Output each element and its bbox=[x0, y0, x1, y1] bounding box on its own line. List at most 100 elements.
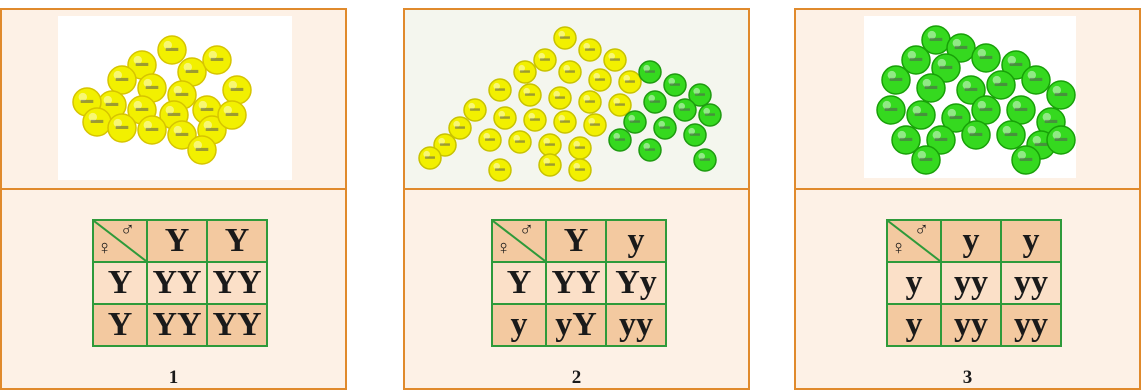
pea-seed bbox=[997, 121, 1025, 149]
pea-seed bbox=[619, 71, 641, 93]
punnett-square: ♀ ♂ Y Y Y YY YY Y YY YY bbox=[92, 219, 268, 347]
genotype-cell: YY bbox=[207, 262, 267, 304]
punnett-square: ♀ ♂ Y y Y YY Yy y yY yy bbox=[491, 219, 667, 347]
genotype-cell: YY bbox=[147, 262, 207, 304]
pea-seed bbox=[158, 36, 186, 64]
genotype-cell: yy bbox=[1001, 304, 1061, 346]
panel-1: ♀ ♂ Y Y Y YY YY Y YY YY 1 bbox=[0, 8, 347, 390]
pea-seed bbox=[644, 91, 666, 113]
pea-seed bbox=[514, 61, 536, 83]
pea-seed bbox=[569, 137, 591, 159]
column-header: y bbox=[941, 220, 1001, 262]
pea-seed bbox=[539, 134, 561, 156]
pea-seed bbox=[494, 107, 516, 129]
pea-seed bbox=[882, 66, 910, 94]
pea-seed bbox=[694, 149, 716, 171]
row-header: y bbox=[887, 262, 941, 304]
row-header: Y bbox=[93, 304, 147, 346]
pea-seed bbox=[609, 129, 631, 151]
pea-seed bbox=[203, 46, 231, 74]
pea-seed bbox=[624, 111, 646, 133]
pea-seed bbox=[559, 61, 581, 83]
panel-3: ♀ ♂ y y y yy yy y yy yy 3 bbox=[794, 8, 1141, 390]
pea-seed bbox=[917, 74, 945, 102]
pea-seed bbox=[639, 139, 661, 161]
male-symbol: ♂ bbox=[120, 219, 135, 242]
pea-seed bbox=[223, 76, 251, 104]
seeds-illustration bbox=[2, 10, 345, 188]
pea-seed bbox=[639, 61, 661, 83]
pea-seed bbox=[569, 159, 591, 181]
pea-seed bbox=[1012, 146, 1040, 174]
female-symbol: ♀ bbox=[97, 237, 112, 260]
pea-seed bbox=[1007, 96, 1035, 124]
male-symbol: ♂ bbox=[519, 219, 534, 242]
pea-seed bbox=[654, 117, 676, 139]
column-header: Y bbox=[207, 220, 267, 262]
pea-seed bbox=[674, 99, 696, 121]
pea-seed bbox=[877, 96, 905, 124]
green-seeds-image bbox=[796, 10, 1139, 190]
genotype-cell: yy bbox=[1001, 262, 1061, 304]
pea-seed bbox=[684, 124, 706, 146]
row-header: Y bbox=[93, 262, 147, 304]
female-symbol: ♀ bbox=[891, 237, 906, 260]
pea-seed bbox=[464, 99, 486, 121]
pea-seed bbox=[108, 66, 136, 94]
pea-seed bbox=[188, 136, 216, 164]
pea-seed bbox=[589, 69, 611, 91]
genotype-cell: Yy bbox=[606, 262, 666, 304]
male-symbol: ♂ bbox=[914, 219, 929, 242]
cross-corner: ♀ ♂ bbox=[492, 220, 546, 262]
pea-seed bbox=[138, 116, 166, 144]
pea-seed bbox=[489, 79, 511, 101]
pea-seed bbox=[218, 101, 246, 129]
pea-seed bbox=[972, 44, 1000, 72]
punnett-square: ♀ ♂ y y y yy yy y yy yy bbox=[886, 219, 1062, 347]
pea-seed bbox=[987, 71, 1015, 99]
pea-seed bbox=[664, 74, 686, 96]
pea-seed bbox=[972, 96, 1000, 124]
seeds-illustration bbox=[796, 10, 1139, 188]
panel-caption: 2 bbox=[405, 367, 748, 389]
genotype-cell: YY bbox=[147, 304, 207, 346]
pea-seed bbox=[539, 154, 561, 176]
column-header: y bbox=[606, 220, 666, 262]
genotype-cell: YY bbox=[207, 304, 267, 346]
pea-seed bbox=[108, 114, 136, 142]
cross-corner: ♀ ♂ bbox=[93, 220, 147, 262]
pea-seed bbox=[579, 91, 601, 113]
panel-2: ♀ ♂ Y y Y YY Yy y yY yy 2 bbox=[403, 8, 750, 390]
yellow-seeds-image bbox=[2, 10, 345, 190]
pea-seed bbox=[489, 159, 511, 181]
pea-seed bbox=[962, 121, 990, 149]
pea-seed bbox=[912, 146, 940, 174]
row-header: y bbox=[887, 304, 941, 346]
pea-seed bbox=[699, 104, 721, 126]
genotype-cell: yY bbox=[546, 304, 606, 346]
row-header: Y bbox=[492, 262, 546, 304]
pea-seed bbox=[1047, 81, 1075, 109]
female-symbol: ♀ bbox=[496, 237, 511, 260]
mixed-seeds-image bbox=[405, 10, 748, 190]
pea-seed bbox=[554, 111, 576, 133]
seeds-illustration bbox=[405, 10, 748, 188]
pea-seed bbox=[584, 114, 606, 136]
pea-seed bbox=[554, 27, 576, 49]
pea-seed bbox=[509, 131, 531, 153]
pea-seed bbox=[524, 109, 546, 131]
pea-seed bbox=[609, 94, 631, 116]
genotype-cell: yy bbox=[941, 304, 1001, 346]
pea-seed bbox=[907, 101, 935, 129]
pea-seed bbox=[579, 39, 601, 61]
column-header: Y bbox=[546, 220, 606, 262]
pea-seed bbox=[1022, 66, 1050, 94]
genotype-cell: yy bbox=[606, 304, 666, 346]
pea-seed bbox=[479, 129, 501, 151]
panel-caption: 3 bbox=[796, 367, 1139, 389]
pea-seed bbox=[519, 84, 541, 106]
pea-seed bbox=[83, 108, 111, 136]
column-header: y bbox=[1001, 220, 1061, 262]
pea-seed bbox=[449, 117, 471, 139]
row-header: y bbox=[492, 304, 546, 346]
